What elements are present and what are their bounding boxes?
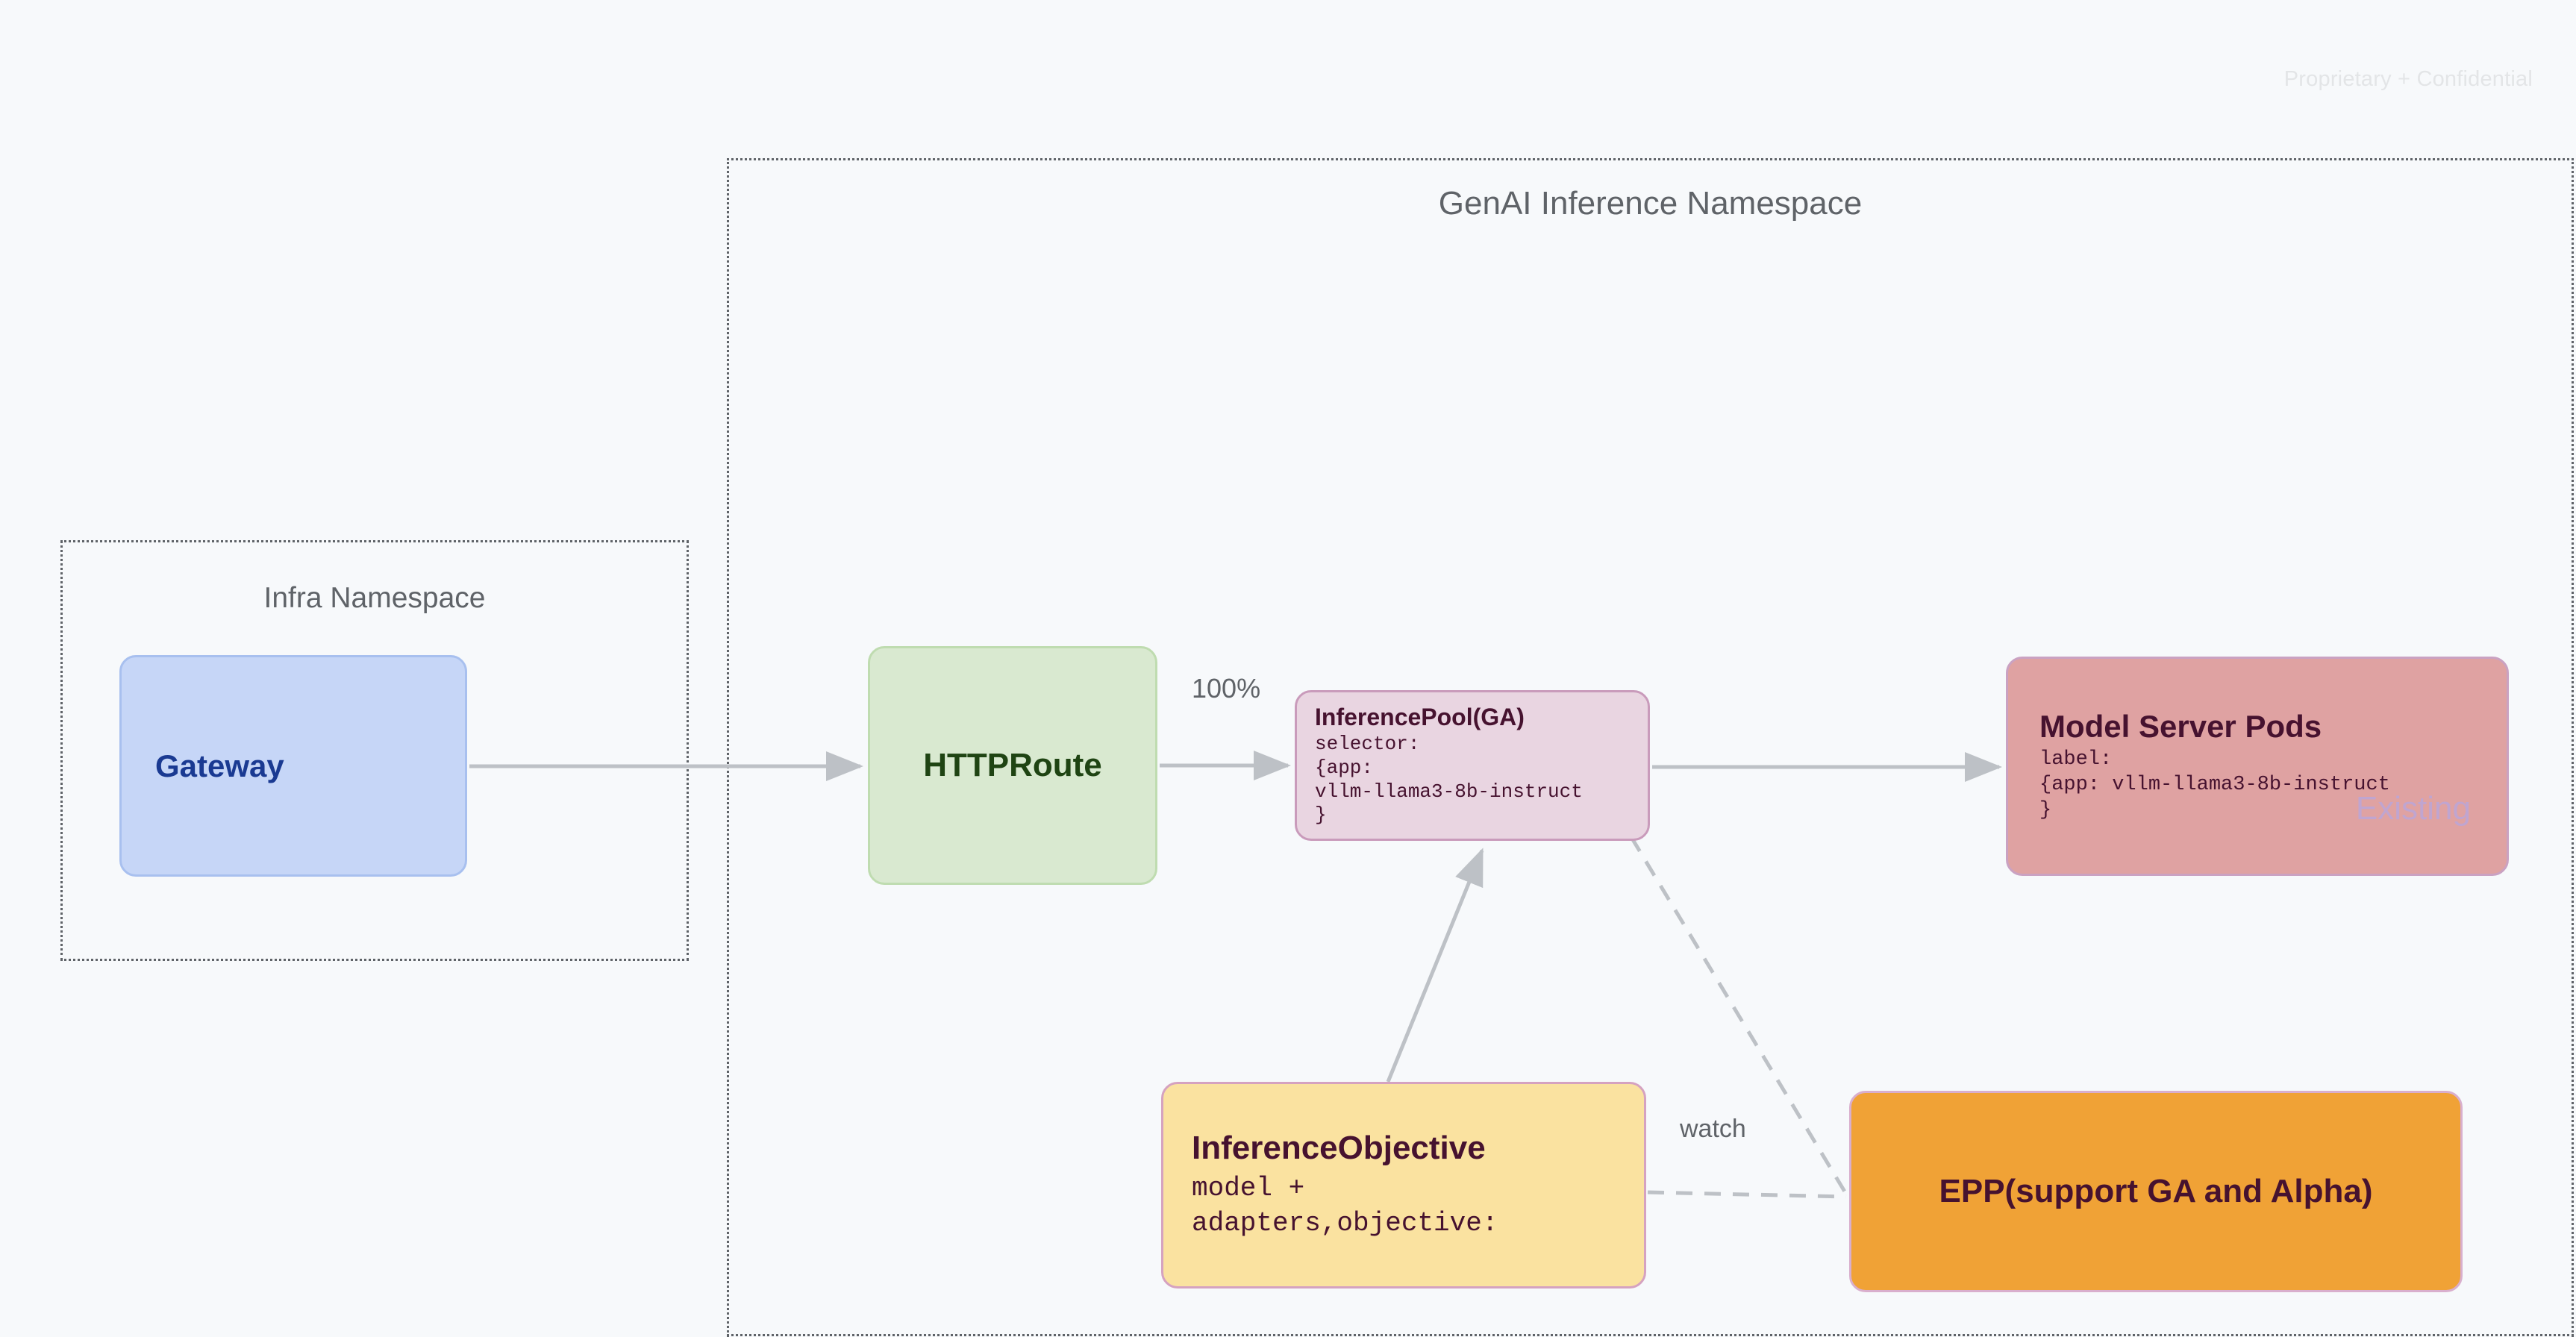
edge-label-watch: watch	[1680, 1115, 1746, 1143]
namespace-genai-bottom-edge	[727, 1334, 2574, 1336]
node-epp-title: EPP(support GA and Alpha)	[1939, 1173, 2373, 1209]
node-inferenceobjective-title: InferenceObjective	[1192, 1130, 1486, 1167]
node-gateway-title: Gateway	[155, 748, 284, 783]
existing-stamp: Existing	[2355, 790, 2471, 827]
node-epp[interactable]: EPP(support GA and Alpha)	[1849, 1091, 2463, 1292]
node-model-server-pods[interactable]: Model Server Pods label: {app: vllm-llam…	[2006, 657, 2509, 876]
namespace-genai: GenAI Inference Namespace	[727, 158, 2574, 1337]
node-model-server-pods-body: label: {app: vllm-llama3-8b-instruct }	[2039, 748, 2390, 821]
node-inferenceobjective-body: model + adapters,objective:	[1192, 1173, 1498, 1239]
namespace-infra: Infra Namespace	[60, 540, 689, 961]
namespace-genai-title: GenAI Inference Namespace	[1438, 185, 1863, 222]
node-gateway[interactable]: Gateway	[119, 655, 467, 877]
node-inferencepool-title: InferencePool(GA)	[1315, 704, 1525, 731]
node-httproute[interactable]: HTTPRoute	[868, 646, 1157, 885]
node-inferenceobjective[interactable]: InferenceObjective model + adapters,obje…	[1161, 1082, 1646, 1289]
confidential-notice: Proprietary + Confidential	[2283, 67, 2533, 91]
node-inferencepool[interactable]: InferencePool(GA) selector: {app: vllm-l…	[1295, 690, 1650, 841]
node-inferencepool-body: selector: {app: vllm-llama3-8b-instruct …	[1315, 733, 1583, 827]
node-model-server-pods-title: Model Server Pods	[2039, 709, 2322, 745]
edge-label-traffic-weight: 100%	[1192, 673, 1261, 704]
namespace-infra-title: Infra Namespace	[263, 582, 486, 614]
node-httproute-title: HTTPRoute	[923, 747, 1102, 783]
